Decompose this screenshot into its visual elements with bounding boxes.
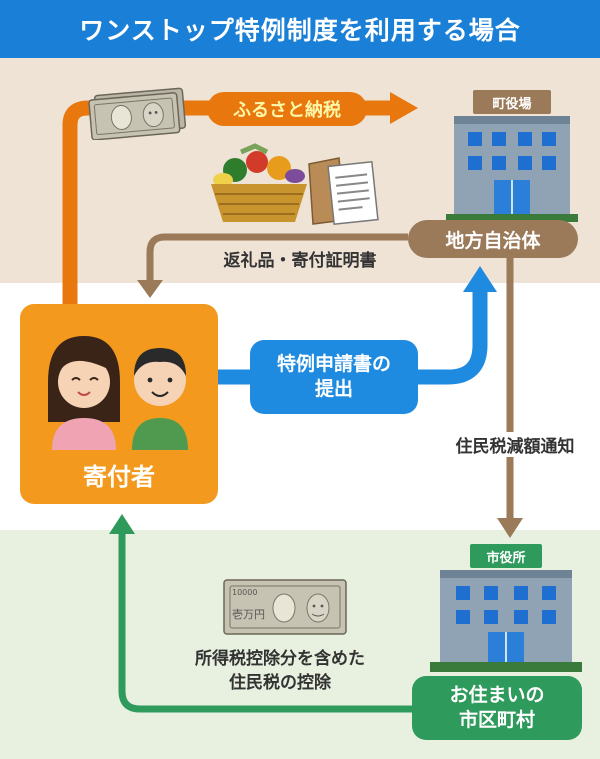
residence-line1: お住まいの bbox=[449, 684, 545, 707]
application-node: 特例申請書の 提出 bbox=[250, 340, 418, 414]
deduction-line1: 所得税控除分を含めた bbox=[195, 649, 365, 669]
city-office: 市役所 bbox=[426, 544, 586, 674]
furusato-label: ふるさと納税 bbox=[207, 92, 367, 126]
local-gov-node: 地方自治体 bbox=[408, 220, 578, 258]
svg-text:壱万円: 壱万円 bbox=[232, 607, 265, 621]
blue-arrowhead bbox=[463, 266, 497, 292]
blue-flow-arrow bbox=[218, 290, 488, 385]
town-office: 町役場 bbox=[446, 90, 578, 222]
building-icon bbox=[430, 570, 582, 672]
gift-basket-icon bbox=[211, 143, 307, 222]
green-arrowhead bbox=[109, 514, 135, 534]
certificate-icon bbox=[308, 157, 379, 225]
donor-node: 寄付者 bbox=[20, 304, 218, 504]
orange-arrowhead bbox=[390, 92, 418, 124]
brown-return-arrowhead bbox=[137, 280, 163, 298]
town-office-sign: 町役場 bbox=[473, 90, 551, 114]
deduction-label: 所得税控除分を含めた 住民税の控除 bbox=[160, 648, 400, 696]
page-title: ワンストップ特例制度を利用する場合 bbox=[0, 0, 600, 58]
green-flow-arrow bbox=[118, 530, 412, 713]
donor-label: 寄付者 bbox=[83, 462, 155, 491]
brown-return-arrow bbox=[146, 233, 408, 283]
deduction-line2: 住民税の控除 bbox=[229, 672, 331, 693]
application-line2: 提出 bbox=[314, 378, 353, 400]
residence-municipality-node: お住まいの 市区町村 bbox=[412, 676, 582, 740]
orange-flow-arrow bbox=[62, 100, 392, 305]
building-icon bbox=[446, 116, 578, 222]
tax-reduction-label: 住民税減額通知 bbox=[430, 432, 600, 457]
residence-line2: 市区町村 bbox=[458, 709, 535, 731]
svg-text:10000: 10000 bbox=[232, 588, 257, 597]
brown-down-arrowhead bbox=[497, 518, 523, 538]
banknote-icon: 10000 壱万円 bbox=[223, 579, 347, 635]
banknote-icon bbox=[88, 87, 187, 140]
donor-couple-icon bbox=[48, 336, 188, 450]
gift-certificate-label: 返礼品・寄付証明書 bbox=[223, 251, 377, 271]
city-office-sign: 市役所 bbox=[470, 544, 542, 568]
application-line1: 特例申請書の bbox=[276, 353, 391, 376]
